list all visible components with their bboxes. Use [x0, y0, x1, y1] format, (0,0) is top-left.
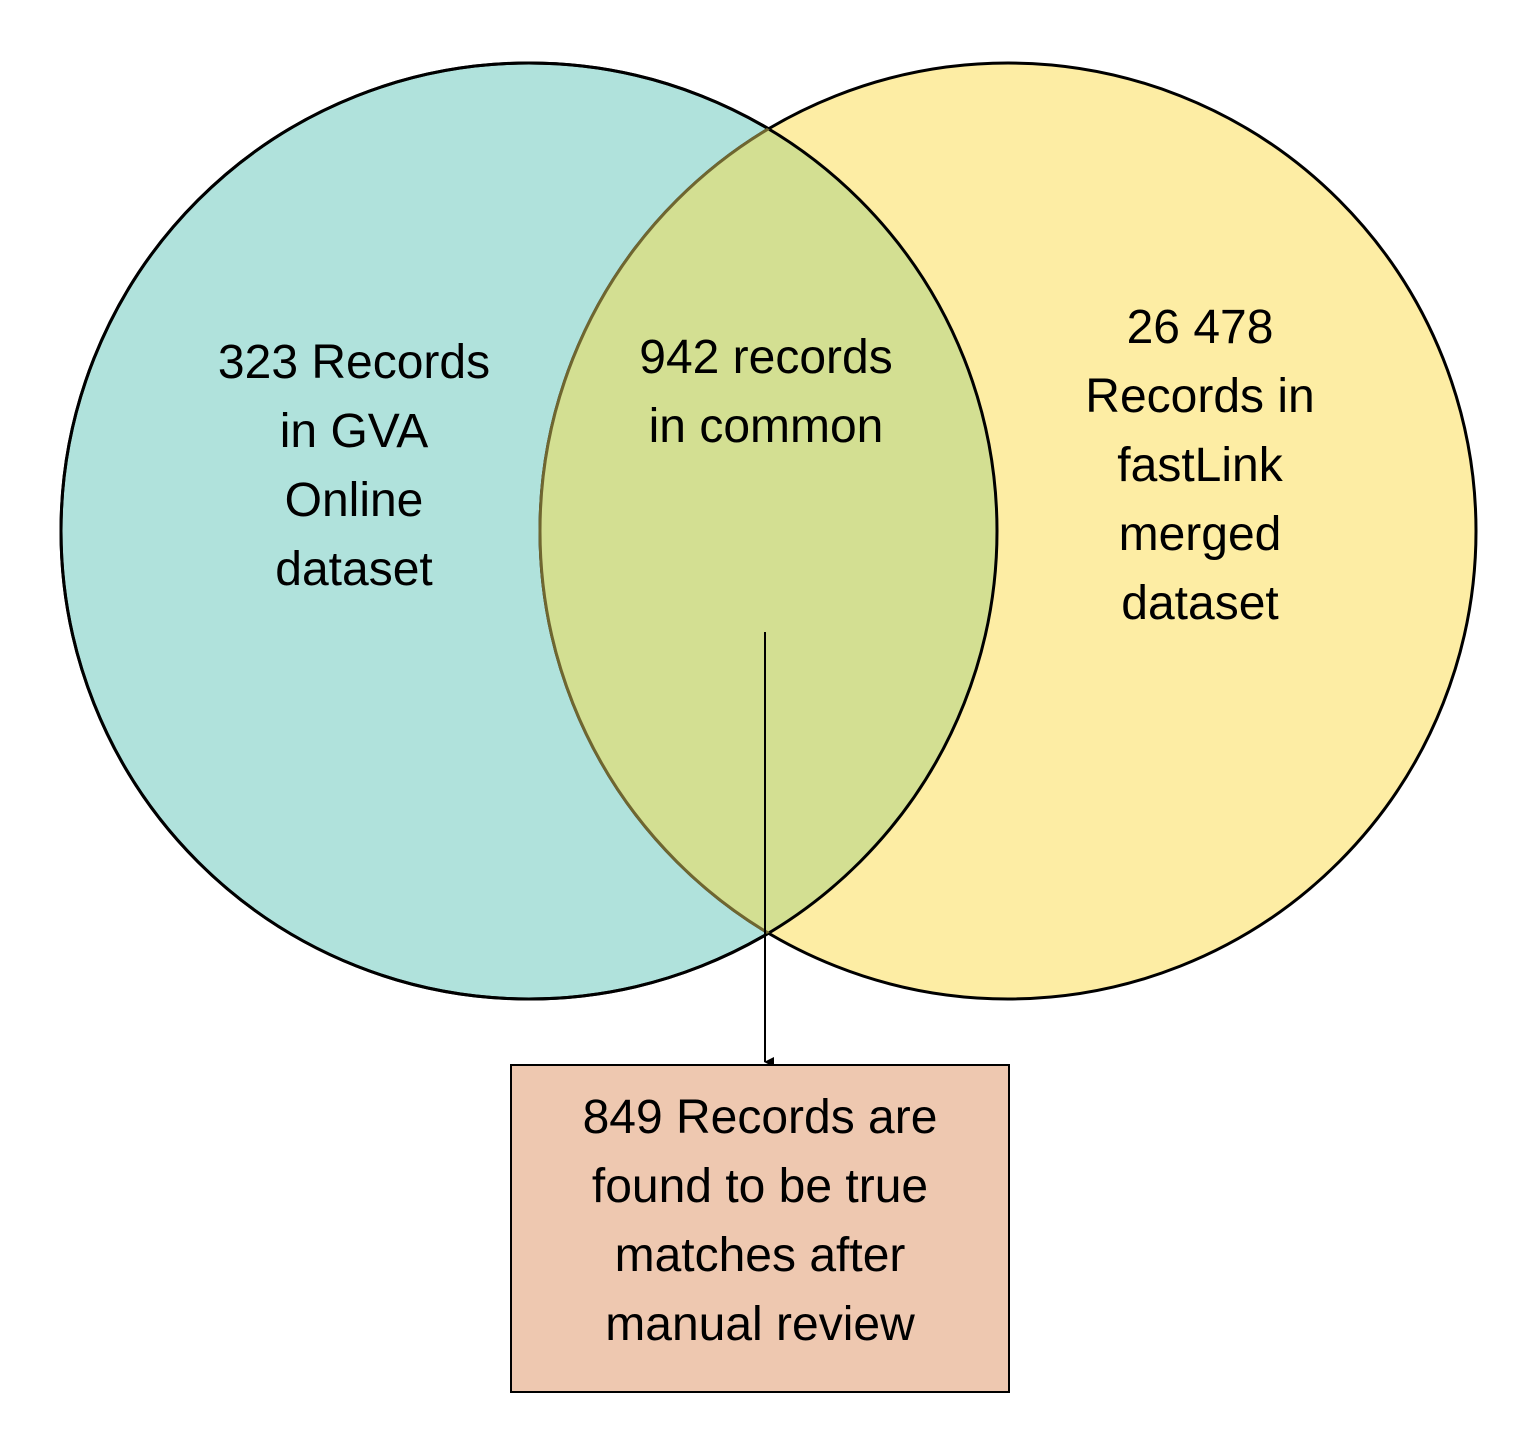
intersection-label: 942 records in common — [606, 323, 926, 461]
left-set-label-line: 323 Records — [217, 336, 491, 389]
right-set-label-line: fastLink — [1117, 439, 1283, 492]
result-label-line: matches after — [614, 1229, 906, 1282]
right-set-label-line: 26 478 — [1126, 301, 1274, 354]
result-label-line: found to be true — [591, 1160, 929, 1213]
left-set-outline — [59, 61, 999, 1001]
left-set-label-line: Online — [284, 474, 424, 527]
result-box: 849 Records are found to be true matches… — [510, 1064, 1010, 1393]
right-set-outline-overlap — [538, 63, 997, 999]
right-set-label-line: dataset — [1121, 577, 1279, 630]
left-set-label: 323 Records in GVA Online dataset — [194, 328, 514, 604]
intersection-label-line: 942 records — [639, 331, 893, 384]
right-set-label-line: Records in — [1085, 370, 1315, 423]
left-set-label-line: dataset — [275, 543, 433, 596]
result-label-line: manual review — [605, 1298, 915, 1351]
result-label-line: 849 Records are — [582, 1091, 938, 1144]
left-set-label-line: in GVA — [279, 405, 429, 458]
right-set-label-line: merged — [1118, 508, 1282, 561]
right-set-label: 26 478 Records in fastLink merged datase… — [1040, 293, 1360, 638]
intersection-label-line: in common — [648, 400, 884, 453]
intersection-region — [540, 63, 997, 999]
result-label: 849 Records are found to be true matches… — [512, 1083, 1008, 1359]
